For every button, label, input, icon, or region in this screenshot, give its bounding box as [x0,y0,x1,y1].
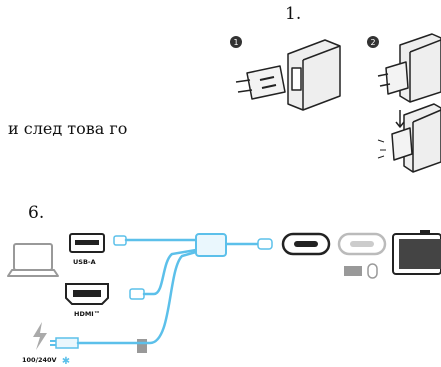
power-bolt-icon [33,322,47,350]
keyboard-mouse-icon [344,263,378,279]
usb-c-plug-icon [257,238,273,250]
power-plug-icon [137,339,147,353]
usb-a-label: USB-A [73,258,96,266]
plug-adapter-icon [235,39,341,111]
svg-text:✱: ✱ [62,356,70,367]
hdmi-port-icon [65,283,109,305]
laptop-icon [7,243,59,277]
power-label: 100/240V [22,356,57,364]
usb-a-plug-icon [113,235,127,246]
monitor-icon [392,230,441,275]
usb-c-hub-icon [195,233,227,257]
svg-text:2: 2 [370,38,375,47]
usb-a-port-icon [69,233,105,253]
hdmi-label: HDMI™ [74,310,100,318]
hdmi-plug-icon [129,288,145,300]
plug-adapter-icon [377,103,441,173]
plug-adapter-icon [377,33,441,103]
cables [76,238,260,345]
svg-text:1: 1 [233,38,238,47]
step-number-6: 6. [28,203,45,223]
badge-2: 2 [367,36,379,48]
badge-1: 1 [230,36,242,48]
instruction-text: и след това го [8,119,128,138]
step-number-1: 1. [285,4,302,24]
